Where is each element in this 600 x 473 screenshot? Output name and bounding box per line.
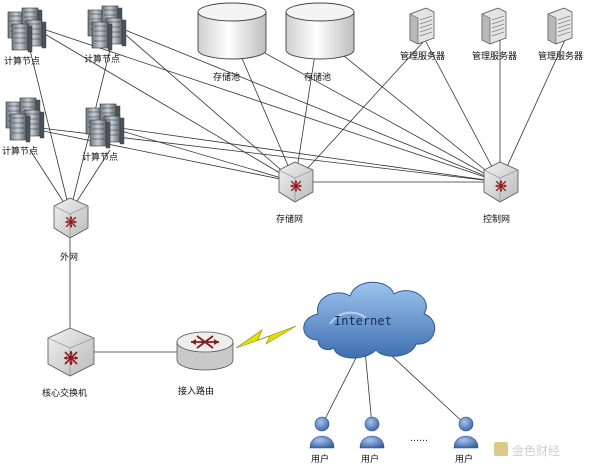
storage-pool-label-2: 存储池 [304, 71, 331, 83]
core-switch [47, 327, 95, 377]
external-net-label: 外网 [60, 251, 78, 263]
user-icon [314, 416, 330, 432]
storage-pool-label-1: 存储池 [213, 71, 240, 83]
mgmt-server-1 [409, 7, 435, 45]
wan-link-bolt-icon [235, 325, 297, 349]
user-1 [309, 416, 335, 449]
user-label-3: 用户 [455, 453, 473, 465]
compute-node-3 [5, 97, 45, 143]
user-3 [453, 416, 479, 449]
watermark: 金色财经 [494, 442, 560, 458]
compute-node-label-3: 计算节点 [2, 145, 38, 157]
core-switch-label: 核心交换机 [42, 387, 87, 399]
user-2 [359, 416, 385, 449]
user-icon [458, 416, 474, 432]
user-label-2: 用户 [361, 453, 379, 465]
user-label-1: 用户 [311, 453, 329, 465]
mgmt-server-label-2: 管理服务器 [472, 50, 517, 62]
access-router [176, 331, 234, 371]
mgmt-server-label-3: 管理服务器 [538, 50, 583, 62]
control-net-switch [483, 161, 519, 203]
storage-pool-2 [285, 2, 355, 60]
storage-pool-1 [197, 2, 267, 60]
internet-cloud [303, 281, 436, 359]
connection-lines [29, 27, 566, 426]
watermark-logo-icon [494, 442, 508, 456]
control-net-label: 控制网 [483, 213, 510, 225]
mgmt-server-label-1: 管理服务器 [400, 50, 445, 62]
external-net-switch [53, 197, 89, 239]
compute-node-1 [7, 7, 47, 53]
internet-label: Internet [334, 314, 392, 328]
storage-net-switch [278, 161, 314, 203]
compute-node-2 [87, 5, 127, 51]
storage-net-label: 存储网 [276, 213, 303, 225]
watermark-text: 金色财经 [512, 443, 560, 458]
access-router-label: 接入路由 [178, 385, 214, 397]
mgmt-server-2 [481, 7, 507, 45]
mgmt-server-3 [547, 7, 573, 45]
compute-node-label-1: 计算节点 [4, 55, 40, 67]
user-icon [364, 416, 380, 432]
compute-node-label-4: 计算节点 [82, 151, 118, 163]
users-ellipsis: …… [410, 434, 428, 444]
compute-node-label-2: 计算节点 [84, 53, 120, 65]
compute-node-4 [85, 103, 125, 149]
